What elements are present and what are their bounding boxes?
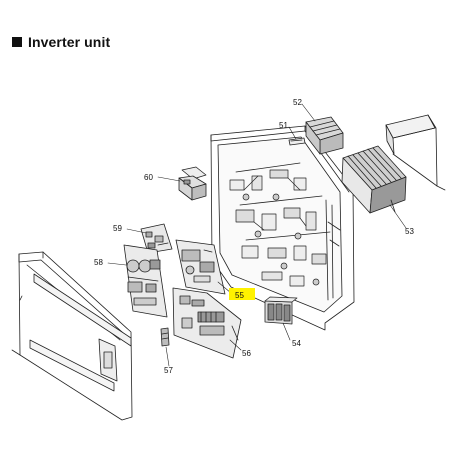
label-55-highlight [229, 288, 255, 300]
part-labels: 52 51 53 60 59 58 55 56 57 54 [94, 98, 414, 375]
part-52-heatsink [305, 116, 344, 155]
label-58: 58 [94, 258, 103, 267]
part-54-terminal-block [264, 296, 298, 325]
part-58-pcb [123, 244, 168, 318]
cover-bracket [385, 114, 446, 191]
label-54: 54 [292, 339, 301, 348]
label-55: 55 [235, 291, 244, 300]
title-bullet [12, 37, 22, 47]
label-53: 53 [405, 227, 414, 236]
label-56: 56 [242, 349, 251, 358]
page-title: Inverter unit [12, 34, 110, 50]
inverter-chassis [210, 125, 355, 331]
label-60: 60 [144, 173, 153, 182]
part-59-pcb [140, 223, 173, 254]
label-52: 52 [293, 98, 302, 107]
part-53-heatsink [341, 145, 407, 214]
part-60-reactor [178, 166, 207, 201]
label-51: 51 [279, 121, 288, 130]
part-55-pcb [175, 239, 226, 295]
part-51-plate [288, 137, 306, 146]
label-57: 57 [164, 366, 173, 375]
part-57-connector [160, 327, 170, 347]
part-56-pcb [172, 287, 242, 359]
front-cover-panel [11, 251, 133, 421]
label-59: 59 [113, 224, 122, 233]
leader-lines [107, 103, 407, 367]
title-text: Inverter unit [28, 34, 111, 50]
